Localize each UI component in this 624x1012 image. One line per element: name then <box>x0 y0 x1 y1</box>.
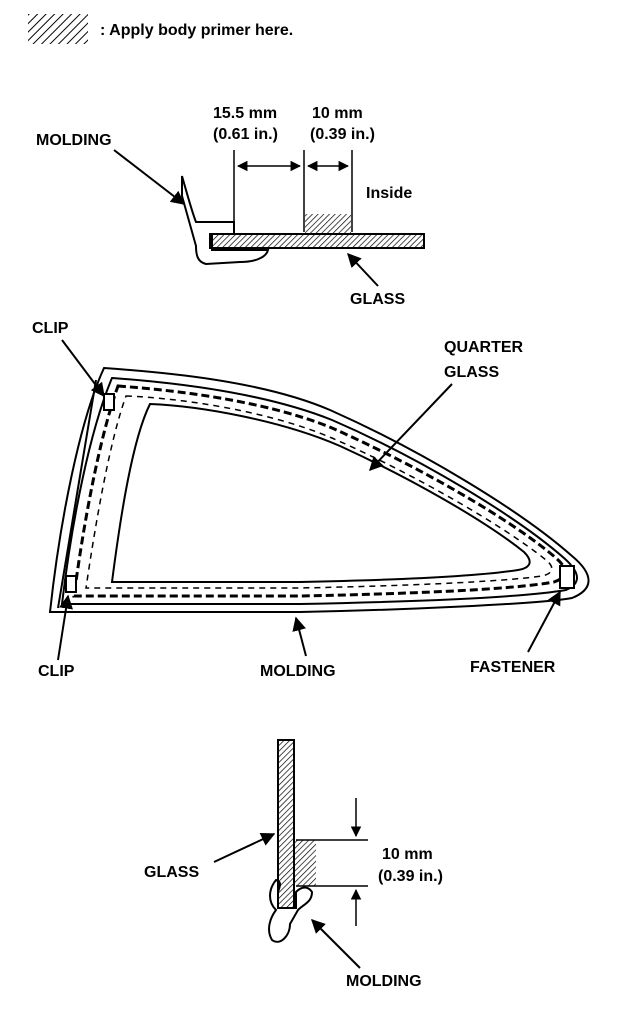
glass-label-top: GLASS <box>350 291 405 308</box>
molding-leader-top <box>113 149 186 205</box>
top-section-view: 15.5 mm (0.61 in.) 10 mm (0.39 in.) MOLD… <box>36 105 425 308</box>
dim2-value: 10 mm <box>312 105 363 122</box>
fastener-label: FASTENER <box>470 659 556 676</box>
dim-value-bottom: 10 mm <box>382 846 433 863</box>
glass-plate-top <box>209 233 425 249</box>
molding-leader-bottom <box>311 919 361 969</box>
dim1-value: 15.5 mm <box>213 105 277 122</box>
molding-profile-top <box>181 175 270 266</box>
molding-label-top: MOLDING <box>36 132 112 149</box>
quarter-label-line2: GLASS <box>444 364 499 381</box>
quarter-glass-view: CLIP QUARTER GLASS CLIP MOLDING FASTENER <box>32 320 590 680</box>
molding-label-main: MOLDING <box>260 663 336 680</box>
clip-label-bottom: CLIP <box>38 663 75 680</box>
primer-zone-top <box>305 214 351 234</box>
legend-text: : Apply body primer here. <box>100 22 293 39</box>
quarter-label-line1: QUARTER <box>444 339 524 356</box>
quarter-glass-leader <box>369 383 453 472</box>
clip-leader-bottom <box>57 594 73 661</box>
dim1-imperial: (0.61 in.) <box>213 126 278 143</box>
primer-zone-bottom <box>294 840 316 886</box>
clip-label-top: CLIP <box>32 320 69 337</box>
fastener <box>559 565 575 589</box>
molding-inner-outline <box>60 376 578 605</box>
clip-leader-top <box>61 339 105 398</box>
glass-leader-top <box>347 252 379 287</box>
glass-label-bottom: GLASS <box>144 864 199 881</box>
primer-hatch-swatch <box>28 14 88 44</box>
primer-dashed-inner <box>85 395 553 589</box>
glass-leader-bottom <box>213 832 276 863</box>
inside-label: Inside <box>366 185 412 202</box>
molding-outer-outline <box>48 366 590 613</box>
quarter-glass-pane <box>110 402 531 584</box>
dim2-imperial: (0.39 in.) <box>310 126 375 143</box>
molding-left-edge <box>57 379 97 609</box>
molding-label-bottom: MOLDING <box>346 973 422 990</box>
molding-leader-main <box>292 616 307 657</box>
molding-profile-bottom <box>268 878 314 943</box>
clip-bottom <box>65 575 77 593</box>
bottom-section-view: 10 mm (0.39 in.) GLASS MOLDING <box>144 739 443 990</box>
primer-dashed-outline <box>72 384 567 598</box>
legend: : Apply body primer here. <box>28 14 293 44</box>
clip-top <box>103 393 115 411</box>
fastener-leader <box>527 590 561 653</box>
dim-imperial-bottom: (0.39 in.) <box>378 868 443 885</box>
